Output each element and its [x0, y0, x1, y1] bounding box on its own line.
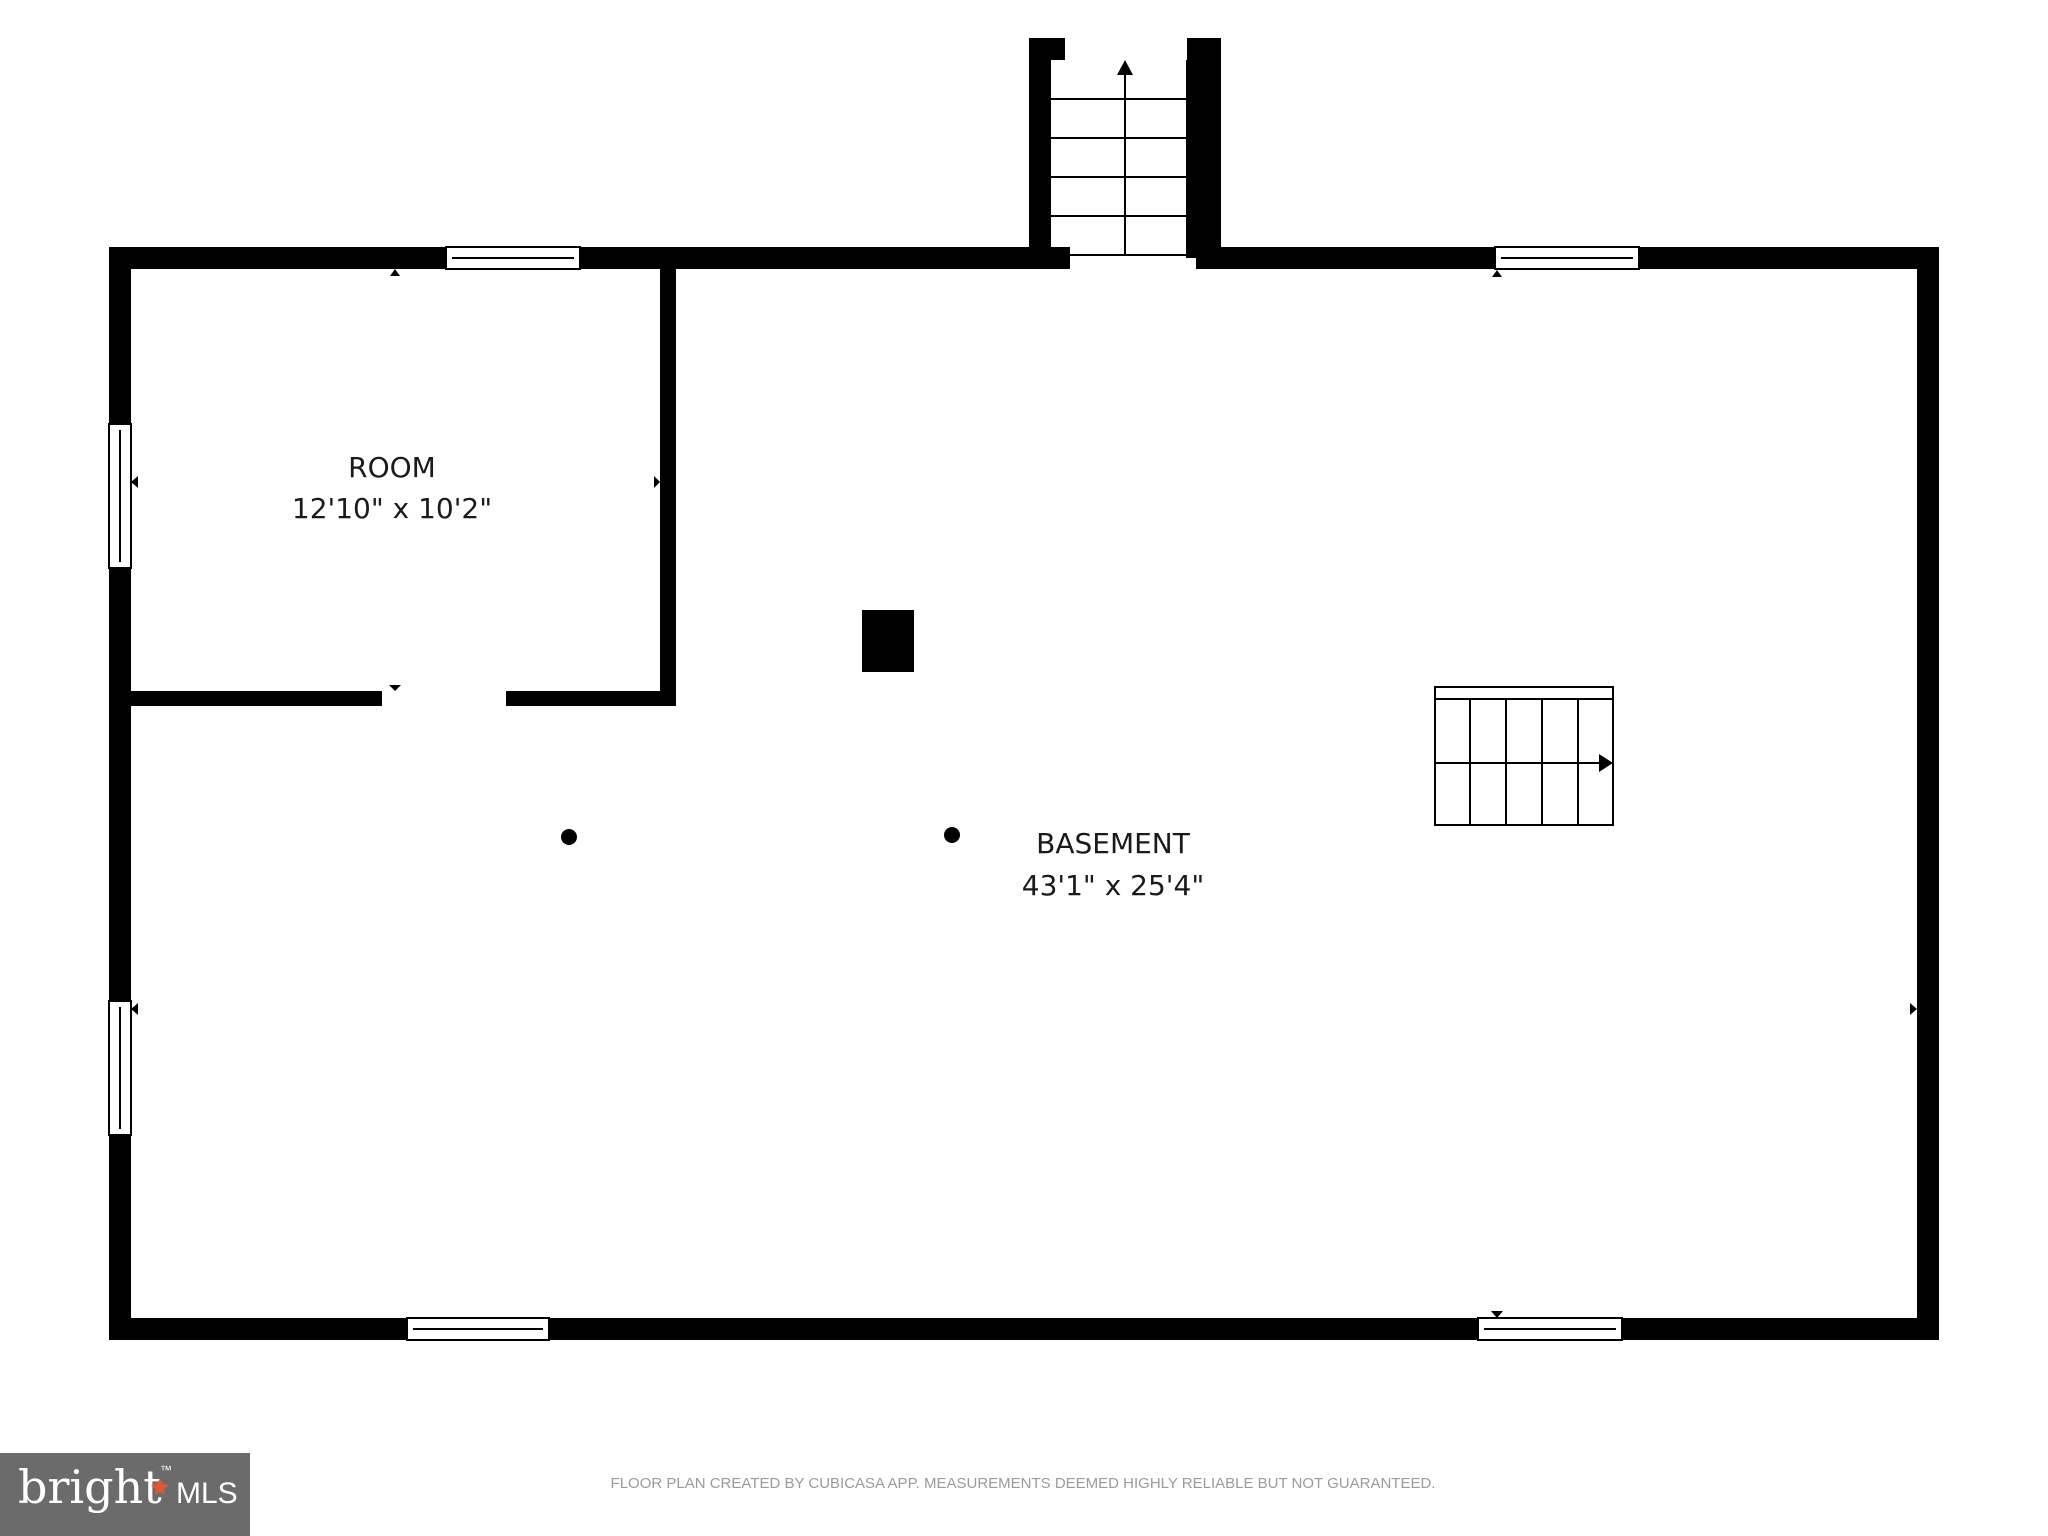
logo-suffix: MLS: [176, 1477, 238, 1510]
basement-staircase: [1434, 686, 1614, 826]
stair-extension-left-wall: [1029, 38, 1051, 259]
marker-icon: [1492, 270, 1502, 277]
left-wall: [109, 247, 131, 1340]
room-dimensions: 12'10" x 10'2": [292, 492, 492, 525]
window-bottom-left: [406, 1317, 550, 1341]
logo-trademark: ™: [160, 1463, 172, 1477]
wall-markers: [131, 269, 1917, 1318]
marker-icon: [1910, 1003, 1917, 1015]
window-top-basement: [1494, 246, 1640, 270]
room-door-opening: [382, 690, 506, 707]
basement-dimensions: 43'1" x 25'4": [1022, 869, 1204, 902]
room-name: ROOM: [348, 451, 436, 484]
marker-icon: [390, 269, 400, 276]
window-bottom-right: [1477, 1317, 1623, 1341]
bright-mls-logo: bright MLS ™: [0, 1453, 250, 1536]
window-top-room: [445, 246, 581, 270]
logo-star-icon: [151, 1478, 169, 1495]
basement-name: BASEMENT: [1036, 827, 1191, 860]
support-post: [944, 827, 960, 843]
top-staircase: [1051, 70, 1200, 256]
window-left-basement: [108, 1000, 132, 1136]
room-right-wall: [660, 247, 676, 706]
marker-icon: [389, 685, 401, 691]
stair-right-arrow-icon: [1599, 754, 1613, 772]
windows: [108, 246, 1640, 1341]
bottom-wall: [109, 1318, 1939, 1340]
logo-brand: bright: [18, 1460, 162, 1514]
top-wall-left: [109, 247, 1070, 269]
disclaimer-text: FLOOR PLAN CREATED BY CUBICASA APP. MEAS…: [611, 1475, 1436, 1492]
window-left-room: [108, 423, 132, 569]
stair-up-arrow-icon: [1117, 60, 1133, 75]
stair-opening: [1070, 258, 1196, 272]
right-wall: [1917, 247, 1939, 1340]
stair-extension: [1029, 38, 1221, 259]
marker-icon: [1491, 1311, 1503, 1318]
marker-icon: [131, 476, 138, 488]
support-post: [561, 829, 577, 845]
chimney-block: [862, 610, 914, 672]
stair-extension-right-wall: [1186, 38, 1221, 259]
marker-icon: [131, 1003, 138, 1015]
marker-icon: [654, 476, 660, 488]
